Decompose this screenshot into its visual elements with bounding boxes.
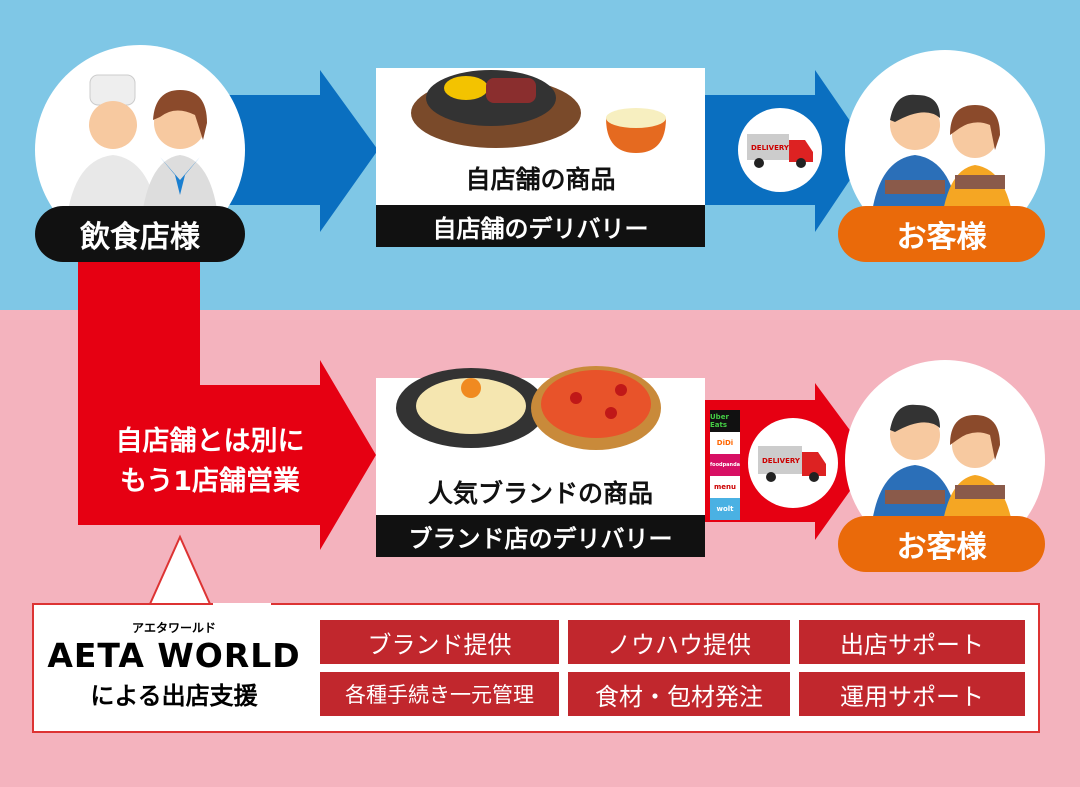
tag-knowhow-provision: ノウハウ提供 — [568, 620, 790, 664]
own-store-box: 自店舗の商品 自店舗のデリバリー — [376, 68, 705, 247]
red-l-arrow — [78, 255, 376, 550]
svg-text:DELIVERY: DELIVERY — [751, 144, 790, 152]
tag-procedures: 各種手続き一元管理 — [320, 672, 559, 716]
delivery-truck-icon-2: DELIVERY — [748, 418, 838, 508]
delivery-truck-icon: DELIVERY — [738, 108, 822, 192]
pasta-pizza-illustration — [396, 366, 661, 450]
brand-store-box: 人気ブランドの商品 ブランド店のデリバリー — [376, 366, 705, 557]
support-box: アエタワールド AETA WORLD による出店支援 ブランド提供 ノウハウ提供… — [32, 603, 1040, 733]
customer-label-2: お客様 — [838, 516, 1045, 572]
second-store-text: 自店舗とは別に もう1店舗営業 — [90, 422, 330, 502]
own-store-product: 自店舗の商品 — [465, 165, 616, 194]
wolt-logo: wolt — [710, 498, 740, 520]
uber-eats-logo: Uber Eats — [710, 410, 740, 432]
blue-arrow-1 — [220, 70, 378, 232]
brand-store-product: 人気ブランドの商品 — [427, 479, 653, 508]
second-store-line-2: もう1店舗営業 — [120, 466, 300, 497]
menu-logo: menu — [710, 476, 740, 498]
customer-label: お客様 — [838, 206, 1045, 262]
company-kana: アエタワールド — [131, 621, 216, 635]
own-store-delivery: 自店舗のデリバリー — [376, 205, 705, 247]
didi-logo: DiDi — [710, 432, 740, 454]
tag-brand-provision: ブランド提供 — [320, 620, 559, 664]
tag-store-opening-support: 出店サポート — [799, 620, 1025, 664]
brand-store-delivery: ブランド店のデリバリー — [376, 515, 705, 557]
restaurant-label: 飲食店様 — [35, 206, 245, 262]
tag-operation-support: 運用サポート — [799, 672, 1025, 716]
steak-soup-illustration — [411, 70, 666, 153]
tag-ingredient-ordering: 食材・包材発注 — [568, 672, 790, 716]
support-caption: による出店支援 — [90, 682, 258, 710]
second-store-line-1: 自店舗とは別に — [115, 426, 305, 457]
delivery-app-logos: Uber Eats DiDi foodpanda menu wolt — [710, 410, 740, 520]
aeta-world-logo: アエタワールド AETA WORLD による出店支援 — [34, 619, 314, 711]
svg-text:DELIVERY: DELIVERY — [762, 457, 801, 465]
company-name: AETA WORLD — [47, 636, 301, 675]
foodpanda-logo: foodpanda — [710, 454, 740, 476]
